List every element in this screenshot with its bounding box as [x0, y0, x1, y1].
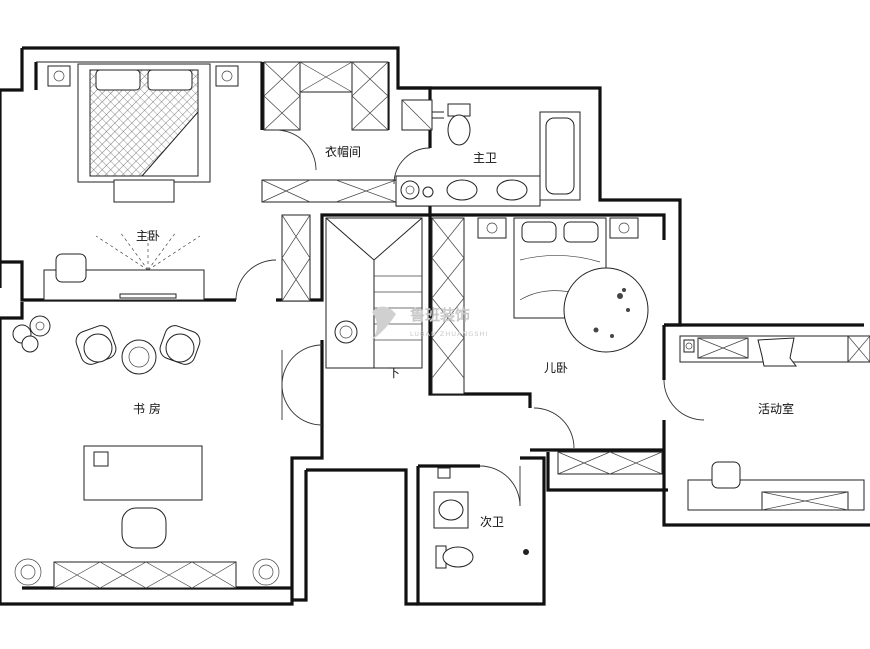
room-label-second-bath: 次卫: [480, 515, 504, 529]
study-furniture: [12, 315, 280, 589]
watermark-name-en: LUBAN ZHUANGSHI: [410, 330, 488, 338]
master-bedroom-furniture: [43, 63, 239, 301]
staircase: [281, 217, 423, 426]
watermark-logo-icon: [372, 306, 396, 340]
room-label-activity-room: 活动室: [758, 401, 794, 416]
cloakroom-wardrobes: [235, 61, 431, 302]
room-label-master-bath: 主卫: [473, 151, 497, 165]
kids-room-furniture: [431, 217, 663, 475]
watermark-name-cn: 鲁班装饰: [410, 306, 470, 324]
plant-icon: [14, 558, 280, 586]
second-bath-fixtures: [433, 465, 529, 569]
room-label-kids-room: 儿卧: [544, 361, 568, 375]
stairs-down-label: 下: [388, 366, 400, 380]
room-label-master-bedroom: 主卧: [136, 229, 160, 243]
room-label-cloakroom: 衣帽间: [325, 144, 361, 159]
plant-icon: [12, 315, 51, 353]
activity-room-furniture: [663, 335, 870, 511]
master-bath-fixtures: [395, 99, 581, 207]
room-label-study: 书 房: [133, 401, 161, 416]
watermark: 鲁班装饰 LUBAN ZHUANGSHI: [372, 306, 488, 340]
